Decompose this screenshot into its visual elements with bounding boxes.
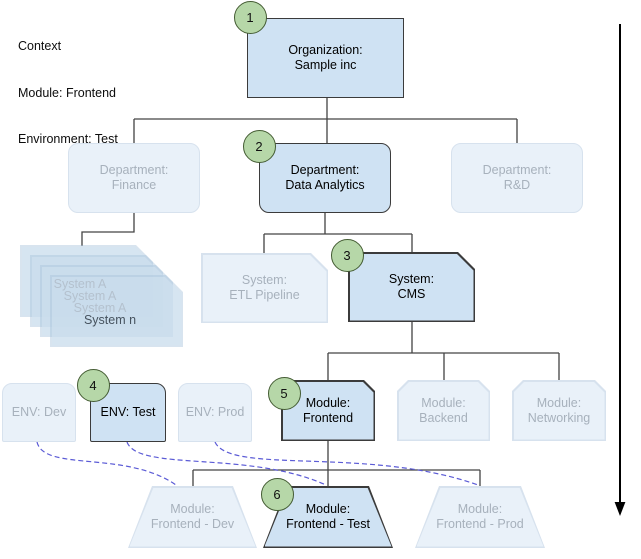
system-etl-name: ETL Pipeline xyxy=(229,288,300,302)
module-networking-label: Module: xyxy=(536,395,582,410)
env-link-dev xyxy=(36,441,177,486)
step-badge-1-number: 1 xyxy=(246,9,254,25)
tree-connector-org xyxy=(133,98,518,143)
deploy-dev-label: Module: xyxy=(170,502,215,516)
step-badge-3[interactable]: 3 xyxy=(330,238,364,272)
dept-rnd-label: Department: xyxy=(482,163,552,177)
step-badge-5[interactable]: 5 xyxy=(267,376,301,410)
module-backend-node[interactable]: Module: Backend xyxy=(397,380,490,441)
system-etl-label: System: xyxy=(241,273,288,287)
org-node[interactable]: Organization: Sample inc xyxy=(247,18,404,98)
system-cms-name: CMS xyxy=(397,287,426,301)
step-badge-2-number: 2 xyxy=(255,138,263,154)
system-etl-node[interactable]: System: ETL Pipeline xyxy=(201,253,328,323)
step-badge-4-number: 4 xyxy=(89,377,97,393)
system-stack-item-front: System n xyxy=(83,313,137,327)
context-note: Context Module: Frontend Environment: Te… xyxy=(18,8,118,179)
deploy-test-label: Module: xyxy=(305,502,351,516)
flow-arrow xyxy=(614,24,626,516)
deploy-frontend-test-node[interactable]: Module: Frontend - Test xyxy=(263,486,393,548)
org-name: Sample inc xyxy=(294,58,357,72)
system-stack-item: System A xyxy=(53,277,107,291)
step-badge-1[interactable]: 1 xyxy=(233,0,267,34)
dept-finance-node[interactable]: Department: Finance xyxy=(68,143,200,213)
system-cms-node[interactable]: System: CMS xyxy=(348,252,475,322)
deploy-prod-name: Frontend - Prod xyxy=(436,517,524,531)
tree-connector-cms xyxy=(327,322,560,380)
env-test-name: ENV: Test xyxy=(100,405,156,419)
env-link-test xyxy=(126,441,327,486)
deploy-frontend-prod-node[interactable]: Module: Frontend - Prod xyxy=(415,486,545,548)
module-backend-name: Backend xyxy=(419,410,468,425)
dept-data-analytics-label: Department: xyxy=(290,163,360,177)
deploy-prod-label: Module: xyxy=(457,502,503,516)
module-frontend-name: Frontend xyxy=(302,410,354,425)
step-badge-2[interactable]: 2 xyxy=(242,129,276,163)
org-label: Organization: xyxy=(288,43,363,57)
dept-data-analytics-name: Data Analytics xyxy=(285,178,365,192)
step-badge-3-number: 3 xyxy=(343,247,351,263)
env-dev-name: ENV: Dev xyxy=(11,405,67,419)
tree-connector-frontend xyxy=(192,441,481,486)
module-backend-label: Module: xyxy=(421,395,466,410)
system-stack-card-4[interactable] xyxy=(50,275,183,347)
deploy-dev-name: Frontend - Dev xyxy=(150,517,235,531)
system-cms-label: System: xyxy=(388,272,435,286)
context-environment: Environment: Test xyxy=(18,132,118,146)
step-badge-5-number: 5 xyxy=(280,385,288,401)
deploy-frontend-dev-node[interactable]: Module: Frontend - Dev xyxy=(128,486,257,548)
dept-data-analytics-node[interactable]: Department: Data Analytics xyxy=(259,143,391,213)
tree-connector-finance xyxy=(81,213,135,246)
dept-finance-name: Finance xyxy=(111,178,157,192)
context-title: Context xyxy=(18,39,62,53)
dept-rnd-node[interactable]: Department: R&D xyxy=(451,143,583,213)
dept-finance-label: Department: xyxy=(99,163,169,177)
deploy-test-name: Frontend - Test xyxy=(286,517,370,531)
env-prod-name: ENV: Prod xyxy=(185,405,245,419)
env-dev-node[interactable]: ENV: Dev xyxy=(2,383,76,442)
tree-connector-data-analytics xyxy=(263,213,413,253)
dept-rnd-name: R&D xyxy=(503,178,531,192)
step-badge-6[interactable]: 6 xyxy=(260,477,294,511)
step-badge-4[interactable]: 4 xyxy=(76,368,110,402)
module-frontend-label: Module: xyxy=(305,395,351,410)
env-prod-node[interactable]: ENV: Prod xyxy=(178,383,252,442)
system-stack-item: System A xyxy=(63,289,117,303)
env-link-prod xyxy=(214,441,479,486)
module-networking-name: Networking xyxy=(527,410,591,425)
step-badge-6-number: 6 xyxy=(273,486,281,502)
system-stack-item: System A xyxy=(73,301,127,315)
module-frontend-node[interactable]: Module: Frontend xyxy=(281,380,375,441)
context-module: Module: Frontend xyxy=(18,85,116,100)
module-networking-node[interactable]: Module: Networking xyxy=(512,380,606,441)
